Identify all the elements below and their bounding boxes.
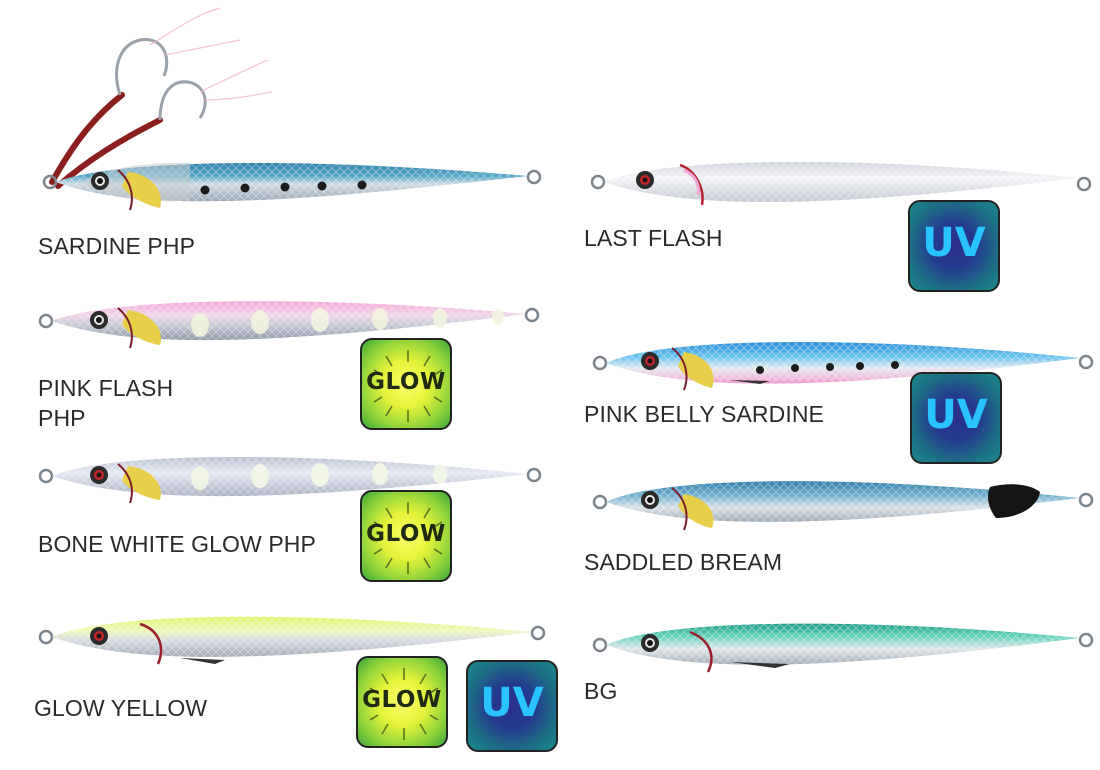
sunburst-icon <box>373 350 443 422</box>
glow-badge: GLOW <box>360 338 452 430</box>
glow-badge: GLOW <box>356 656 448 748</box>
uv-badge: UV <box>908 200 1000 292</box>
lure-bone-white-glow-php <box>38 456 542 504</box>
lure-glow-yellow <box>38 616 546 665</box>
lure-saddled-bream <box>592 481 1094 531</box>
lure-label-line2: PHP <box>38 405 86 431</box>
lure-label: SARDINE PHP <box>38 233 196 259</box>
lure-bg <box>592 623 1094 673</box>
lure-label: GLOW YELLOW <box>34 695 208 721</box>
lure-label: SADDLED BREAM <box>584 549 783 575</box>
glow-text: GLOW <box>366 369 446 395</box>
uv-badge: UV <box>466 660 558 752</box>
uv-badge: UV <box>910 372 1002 464</box>
lure-label: PINK BELLY SARDINE <box>584 401 824 427</box>
lure-label: BONE WHITE GLOW PHP <box>38 531 316 557</box>
uv-text: UV <box>924 392 988 438</box>
sunburst-icon <box>373 502 443 574</box>
lure-sardine-php <box>42 7 542 211</box>
uv-text: UV <box>922 220 986 266</box>
uv-text: UV <box>480 680 544 726</box>
glow-text: GLOW <box>362 687 442 713</box>
lure-pink-belly-sardine <box>592 341 1094 391</box>
lure-last-flash <box>590 161 1092 206</box>
glow-badge: GLOW <box>360 490 452 582</box>
lure-label: PINK FLASH <box>38 375 174 401</box>
sunburst-icon <box>369 668 439 740</box>
lure-label: LAST FLASH <box>584 225 723 251</box>
glow-text: GLOW <box>366 521 446 547</box>
lure-pink-flash-php <box>38 301 540 349</box>
lure-label: BG <box>584 678 618 704</box>
